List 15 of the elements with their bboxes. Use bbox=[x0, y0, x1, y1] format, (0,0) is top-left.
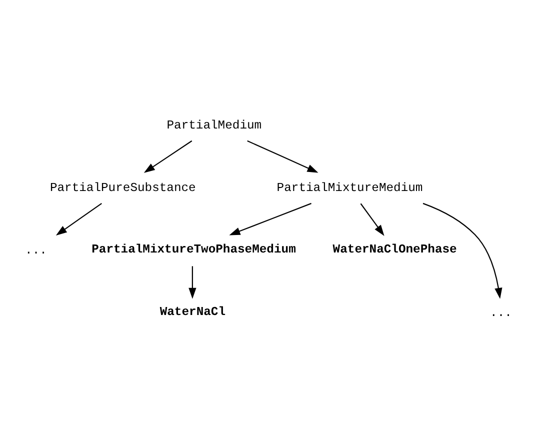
arrow bbox=[56, 202, 102, 235]
node-text: WaterNaCl bbox=[160, 304, 226, 319]
arrow bbox=[422, 202, 502, 298]
arrow bbox=[229, 202, 312, 235]
node-text: PartialPureSubstance bbox=[50, 180, 196, 194]
arrow bbox=[360, 202, 384, 236]
arrow bbox=[144, 140, 192, 172]
node-text: PartialMixtureMedium bbox=[276, 180, 423, 194]
arrow bbox=[247, 140, 318, 172]
arrow bbox=[188, 266, 196, 298]
node-text: WaterNaClOnePhase bbox=[332, 242, 457, 256]
node-text: PartialMixtureTwoPhaseMedium bbox=[92, 242, 296, 256]
node-text: PartialMedium bbox=[166, 118, 262, 132]
node-text: ... bbox=[25, 243, 47, 258]
node-text: ... bbox=[490, 306, 512, 320]
